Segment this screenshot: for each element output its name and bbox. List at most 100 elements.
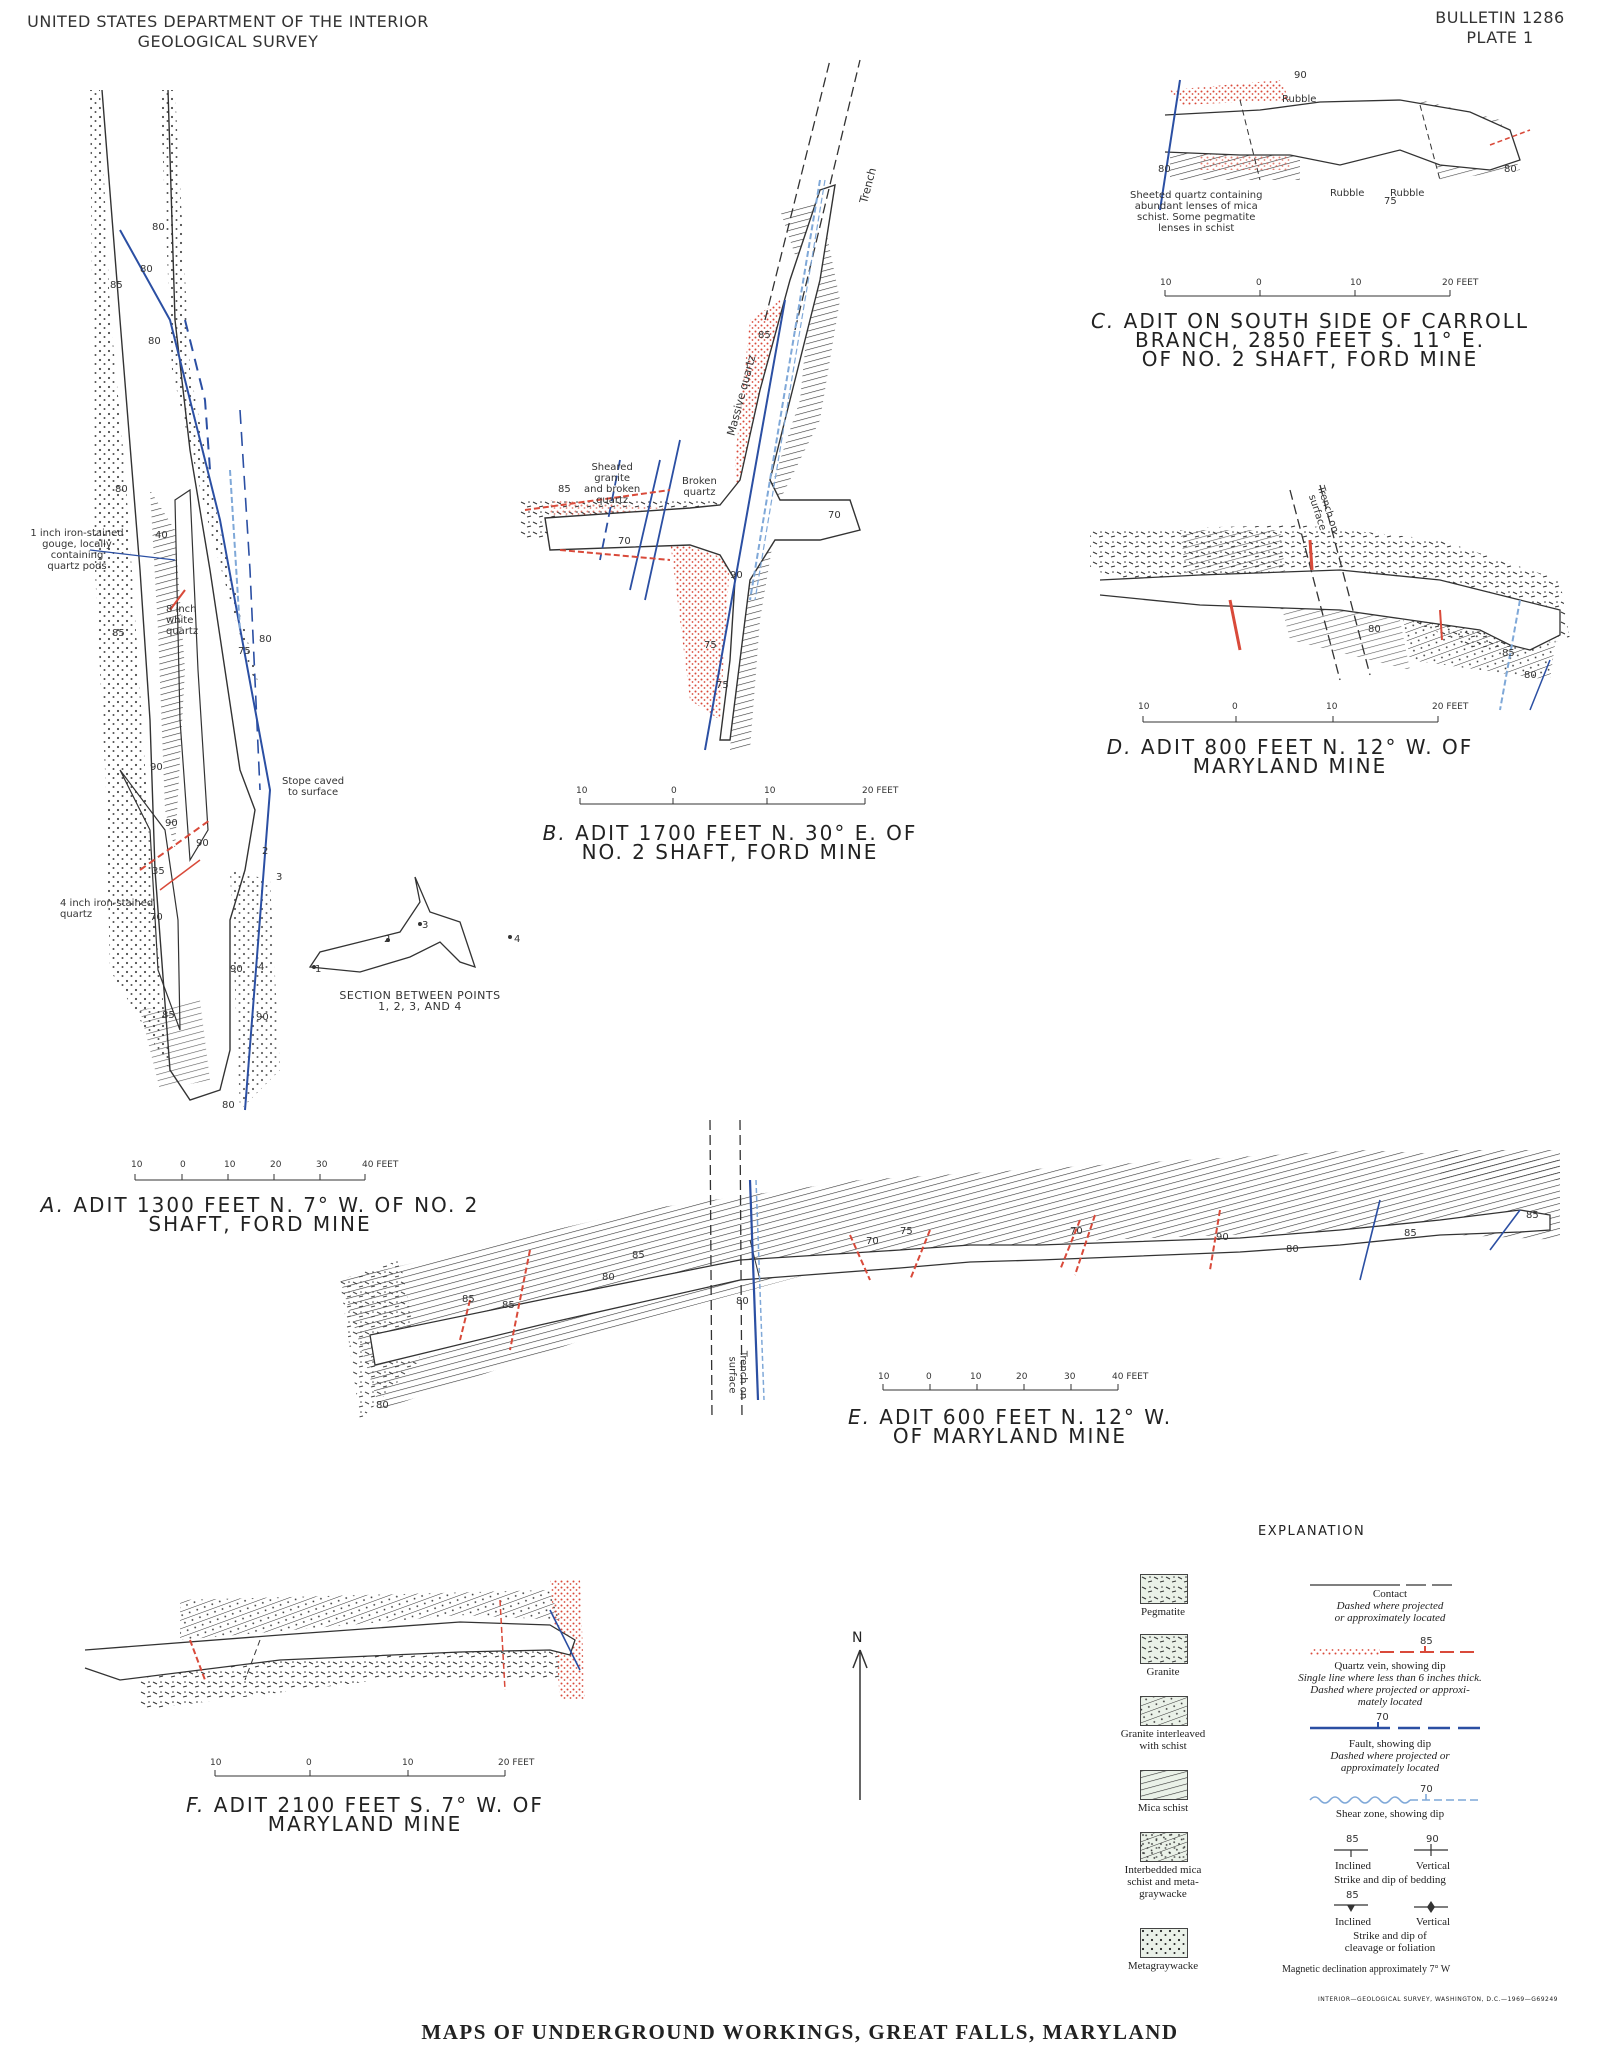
metagraywacke-swatch [1140,1928,1188,1958]
scale-label: 10 [402,1758,414,1768]
section-point-3: 3 [422,920,429,931]
scale-label: 0 [1232,702,1238,712]
dip-label: 85 [1502,648,1515,659]
pegmatite-swatch [1140,1574,1188,1604]
scale-label: 10 [878,1372,890,1382]
dip-label: 85 [162,1010,175,1021]
shear-dip-label: 70 [1420,1784,1433,1795]
agency-header: UNITED STATES DEPARTMENT OF THE INTERIOR… [8,12,448,52]
note-sheeted: Sheeted quartz containing abundant lense… [1130,190,1263,234]
dip-label: 90 [1294,70,1307,81]
dip-label: 80 [736,1296,749,1307]
map-e [340,1119,1560,1421]
dip-label: 80 [222,1100,235,1111]
dip-label: 80 [1368,624,1381,635]
map-b [520,59,861,751]
scale-label: 10 [1350,278,1362,288]
scale-label: 10 [764,786,776,796]
note-rubble: Rubble [1390,188,1425,199]
note-broken: Broken quartz [682,476,717,498]
dip-label: 90 [196,838,209,849]
quartz-vein-symbol [1310,1646,1480,1655]
dip-label: 90 [230,964,243,975]
dip-label: 80 [1158,164,1171,175]
note-white-quartz: 8 inch white quartz [166,604,199,637]
map-d [1090,484,1570,711]
dip-label: 80 [148,336,161,347]
dip-label: 85 [632,1250,645,1261]
dip-label: 85 [112,628,125,639]
legend-metagraywacke: Metagraywacke [1127,1960,1199,1972]
dip-label: 80 [1504,164,1517,175]
agency-line1: UNITED STATES DEPARTMENT OF THE INTERIOR [27,12,429,31]
scale-label: 10 [970,1372,982,1382]
caption-map-a: A. ADIT 1300 FEET N. 7° W. OF NO. 2 SHAF… [40,1193,480,1236]
scale-label: 0 [926,1372,932,1382]
map-f [84,1580,585,1710]
dip-label: 40 [155,530,168,541]
legend-quartz-vein: Quartz vein, showing dip Single line whe… [1298,1660,1482,1708]
scale-label: 0 [180,1160,186,1170]
bedding-vertical-label: Vertical [1415,1860,1451,1872]
legend-bedding: Strike and dip of bedding [1334,1874,1446,1886]
scale-bar-e [882,1384,1119,1391]
dip-label: 85 [502,1300,515,1311]
dip-label: 70 [618,536,631,547]
scale-label: 10 [1138,702,1150,712]
dip-label: 70 [1070,1226,1083,1237]
dip-label: 75 [716,680,729,691]
caption-map-c: C. ADIT ON SOUTH SIDE OF CARROLL BRANCH,… [1090,309,1530,371]
map-c [1159,79,1531,211]
scale-bar-c [1164,290,1451,297]
bedding-vertical-icon [1414,1844,1448,1856]
bulletin-header: BULLETIN 1286 PLATE 1 [1420,8,1580,48]
scale-label: 20 FEET [862,786,899,796]
agency-line2: GEOLOGICAL SURVEY [137,32,319,51]
dip-label: 80 [115,484,128,495]
print-imprint: INTERIOR—GEOLOGICAL SURVEY, WASHINGTON, … [1318,1996,1558,2003]
legend-contact: Contact Dashed where projected or approx… [1334,1588,1446,1624]
scale-bar-b [579,798,866,805]
dip-label: 85 [462,1294,475,1305]
bulletin-number: BULLETIN 1286 [1435,8,1565,27]
scale-label: 20 [1016,1372,1028,1382]
scale-label: 10 [210,1758,222,1768]
dip-label: 85 [110,280,123,291]
legend-cleavage: Strike and dip of cleavage or foliation [1344,1930,1436,1954]
scale-label: 30 [316,1160,328,1170]
mica-schist-swatch [1140,1770,1188,1800]
bedding-dip-vertical: 90 [1426,1834,1439,1845]
scale-label: 10 [131,1160,143,1170]
dip-label: 90 [1216,1232,1229,1243]
plate-title: MAPS OF UNDERGROUND WORKINGS, GREAT FALL… [421,2020,1179,2044]
note-stope: Stope caved to surface [282,776,345,798]
section-point-4: 4 [514,934,521,945]
point-label-2: 2 [262,846,269,857]
granite-swatch [1140,1634,1188,1664]
legend-fault: Fault, showing dip Dashed where projecte… [1330,1738,1450,1774]
point-label-4: 4 [258,962,265,973]
dip-label: 70 [150,912,163,923]
plate-number: PLATE 1 [1466,28,1534,47]
scale-label: 10 [576,786,588,796]
dip-label: 75 [900,1226,913,1237]
section-point-2: 2 [384,934,391,945]
dip-label: 80 [602,1272,615,1283]
dip-label: 80 [259,634,272,645]
scale-bar-a [134,1174,366,1181]
note-gouge: 1 inch iron-stained gouge, locally conta… [30,528,124,572]
caption-map-e: E. ADIT 600 FEET N. 12° W. OF MARYLAND M… [847,1405,1173,1448]
cleavage-dip-inclined: 85 [1346,1890,1359,1901]
scale-label: 0 [1256,278,1262,288]
dip-label: 70 [866,1236,879,1247]
scale-label: 10 [224,1160,236,1170]
caption-map-d: D. ADIT 800 FEET N. 12° W. OF MARYLAND M… [1106,735,1474,778]
mica-meta-swatch [1140,1832,1188,1862]
caption-map-b: B. ADIT 1700 FEET N. 30° E. OF NO. 2 SHA… [542,821,918,864]
scale-label: 20 [270,1160,282,1170]
bedding-inclined-label: Inclined [1334,1860,1372,1872]
fault-dip-label: 70 [1376,1712,1389,1723]
map-a [89,89,280,1111]
legend-granite-schist: Granite interleaved with schist [1120,1728,1206,1752]
dip-label: 80 [376,1400,389,1411]
